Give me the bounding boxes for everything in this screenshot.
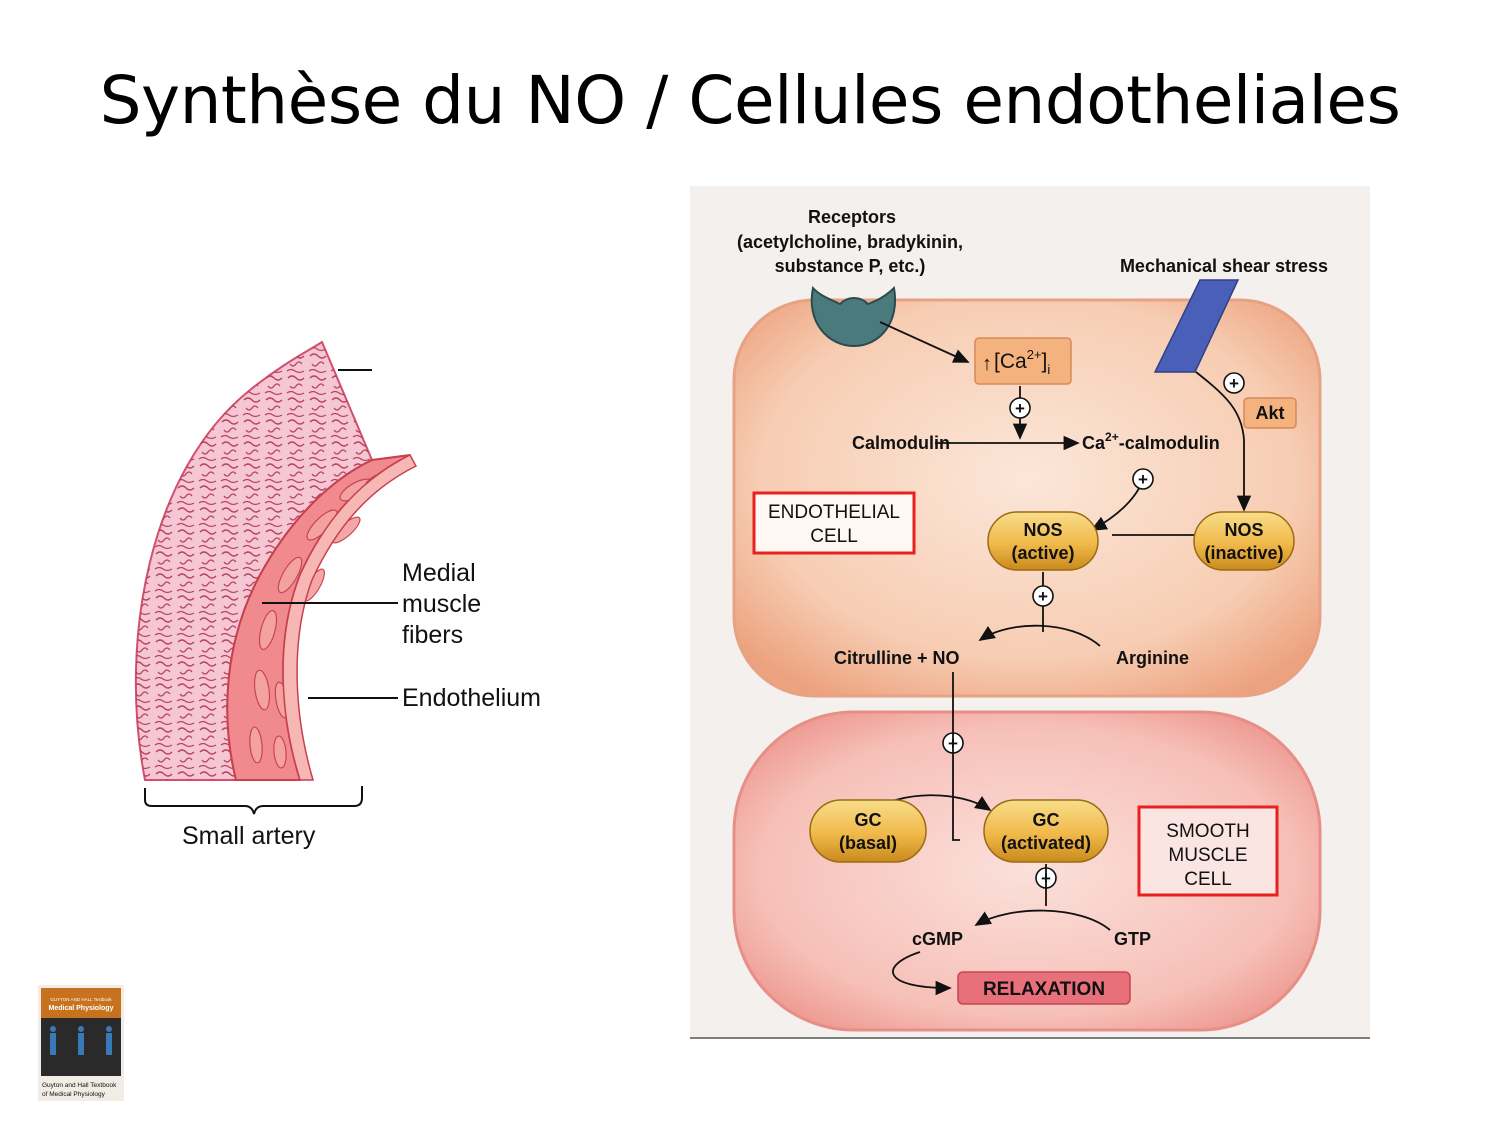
- calcium-label: [Ca2+]i: [994, 347, 1050, 377]
- gc-activated-pill: [983, 799, 1109, 863]
- medial-label-line3: fibers: [402, 621, 463, 649]
- receptors-line3: substance P, etc.): [775, 256, 926, 276]
- akt-box: [1243, 397, 1297, 429]
- endothelial-label-line2: CELL: [810, 526, 858, 547]
- calcium-box: [974, 337, 1072, 385]
- arginine-label: Arginine: [1116, 648, 1189, 668]
- receptors-title: Receptors: [808, 207, 896, 227]
- gtp-label: GTP: [1114, 929, 1151, 949]
- nos-inactive-line2: (inactive): [1204, 543, 1283, 563]
- nos-active-line2: (active): [1011, 543, 1074, 563]
- cgmp-label: cGMP: [912, 929, 963, 949]
- medial-label-line2: muscle: [402, 590, 481, 618]
- smooth-muscle-label-box: [1137, 805, 1279, 897]
- receptor-icon: [810, 285, 897, 348]
- smooth-muscle-cell-body: [732, 710, 1322, 1032]
- plus-3: +: [1138, 470, 1148, 489]
- akt-label: Akt: [1255, 403, 1284, 423]
- endothelium-layer: [282, 454, 418, 781]
- plus-1: +: [1015, 399, 1025, 418]
- gc-activated-line1: GC: [1033, 810, 1060, 830]
- cover-caption-line2: of Medical Physiology: [42, 1091, 106, 1098]
- receptors-line2: (acetylcholine, bradykinin,: [737, 232, 963, 252]
- relaxation-label: RELAXATION: [983, 979, 1105, 1000]
- smooth-label-line1: SMOOTH: [1166, 821, 1249, 842]
- endothelial-cell-label-box: [752, 491, 916, 555]
- endothelial-label-line1: ENDOTHELIAL: [768, 502, 900, 523]
- endothelium-label: Endothelium: [402, 684, 541, 712]
- nos-active-pill: [987, 511, 1099, 571]
- cover-caption-line1: Guyton and Hall Textbook: [42, 1082, 117, 1089]
- nos-active-line1: NOS: [1023, 520, 1062, 540]
- calcium-up-arrow: ↑: [982, 353, 992, 375]
- endothelial-cell-body: [732, 298, 1322, 698]
- plus-4: +: [1038, 587, 1048, 606]
- plus-2: +: [1229, 374, 1239, 393]
- no-pathway-figure: Receptors (acetylcholine, bradykinin, su…: [690, 186, 1370, 1039]
- medial-label-line1: Medial: [402, 559, 476, 587]
- slide-title: Synthèse du NO / Cellules endotheliales: [99, 62, 1401, 139]
- nos-inactive-line1: NOS: [1224, 520, 1263, 540]
- gc-activated-line2: (activated): [1001, 833, 1091, 853]
- gc-basal-line2: (basal): [839, 833, 897, 853]
- shear-stress-label: Mechanical shear stress: [1120, 256, 1328, 276]
- small-artery-label: Small artery: [182, 822, 316, 850]
- gc-basal-line1: GC: [855, 810, 882, 830]
- cover-title-line1: GUYTON AND HALL Textbook: [50, 997, 112, 1002]
- cover-title-line2: Medical Physiology: [49, 1005, 114, 1012]
- smooth-label-line3: CELL: [1184, 869, 1232, 890]
- calmodulin-label: Calmodulin: [852, 433, 950, 453]
- gc-basal-pill: [809, 799, 927, 863]
- nos-inactive-pill: [1193, 511, 1295, 571]
- citrulline-no-label: Citrulline + NO: [834, 648, 960, 668]
- shear-stress-icon: [1153, 279, 1240, 373]
- ca-calmodulin-label: Ca2+-calmodulin: [1082, 430, 1220, 453]
- textbook-cover-image: GUYTON AND HALL Textbook Medical Physiol…: [38, 985, 124, 1101]
- artery-illustration: Medial muscle fibers Endothelium Small a…: [134, 340, 541, 850]
- relaxation-box: [957, 971, 1131, 1005]
- artery-brace: [144, 786, 363, 815]
- cover-figures-icon: [50, 1026, 112, 1055]
- smooth-label-line2: MUSCLE: [1168, 845, 1247, 866]
